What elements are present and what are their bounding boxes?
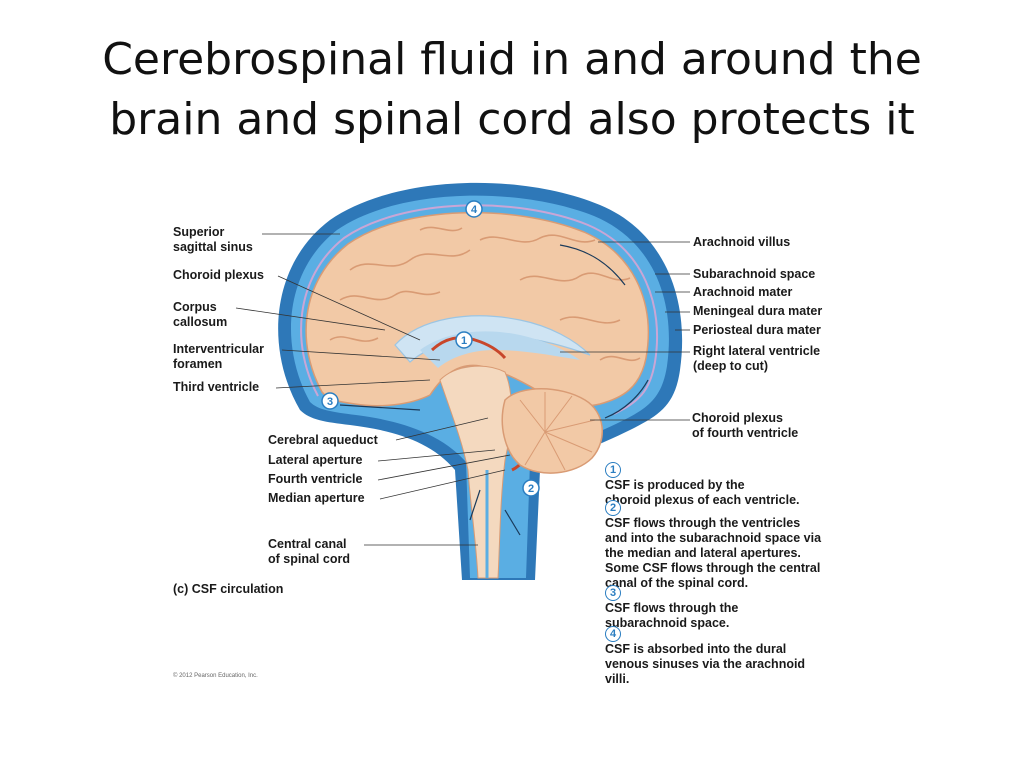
label-fourth-ventricle: Fourth ventricle [268, 472, 363, 486]
label-corpus-callosum: Corpus callosum [173, 300, 228, 329]
label-choroid-plexus: Choroid plexus [173, 268, 264, 282]
brainstem [439, 365, 512, 579]
marker-2 [522, 479, 540, 497]
step-4-number: 4 [605, 626, 621, 642]
label-lateral-aperture: Lateral aperture [268, 453, 363, 467]
leader-lines [235, 233, 690, 546]
marker-3 [321, 392, 339, 410]
step-2-number: 2 [605, 500, 621, 516]
gyri [329, 226, 641, 362]
label-interventricular-foramen: Interventricular foramen [173, 342, 265, 371]
label-subarachnoid-space: Subarachnoid space [693, 267, 816, 281]
label-periosteal-dura-mater: Periosteal dura mater [693, 323, 821, 337]
marker-1 [455, 331, 473, 349]
slide-title: Cerebrospinal fluid in and around the br… [40, 30, 984, 150]
cerebrum [305, 211, 650, 407]
label-third-ventricle: Third ventricle [173, 380, 260, 394]
step-markers: 1 2 3 4 [321, 200, 540, 497]
copyright-notice: © 2012 Pearson Education, Inc. [173, 673, 258, 679]
label-arachnoid-mater: Arachnoid mater [693, 285, 793, 299]
step-3-number: 3 [605, 585, 621, 601]
choroid-plexus-lateral [430, 336, 507, 360]
label-right-lateral-ventricle: Right lateral ventricle (deep to cut) [693, 344, 821, 373]
marker-1-label: 1 [461, 335, 467, 347]
marker-2-label: 2 [528, 483, 534, 495]
label-choroid-plexus-fourth-ventricle: Choroid plexus of fourth ventricle [692, 411, 799, 440]
cerebellum [501, 388, 603, 474]
marker-4 [465, 200, 483, 218]
label-central-canal: Central canal of spinal cord [268, 537, 350, 566]
figure-caption: (c) CSF circulation [173, 582, 284, 596]
title-line-1: Cerebrospinal fluid in and around the [102, 34, 922, 85]
label-arachnoid-villus: Arachnoid villus [693, 235, 791, 249]
label-meningeal-dura-mater: Meningeal dura mater [693, 304, 823, 318]
marker-3-label: 3 [327, 396, 333, 408]
arachnoid-mater [300, 204, 659, 415]
label-median-aperture: Median aperture [268, 491, 365, 505]
label-cerebral-aqueduct: Cerebral aqueduct [268, 433, 378, 447]
marker-4-label: 4 [471, 204, 478, 216]
flow-arrows [339, 244, 649, 536]
label-superior-sagittal-sinus: Superior sagittal sinus [173, 225, 253, 254]
step-1-number: 1 [605, 462, 621, 478]
title-line-2: brain and spinal cord also protects it [109, 94, 915, 145]
cerebellum-folia [519, 392, 596, 471]
